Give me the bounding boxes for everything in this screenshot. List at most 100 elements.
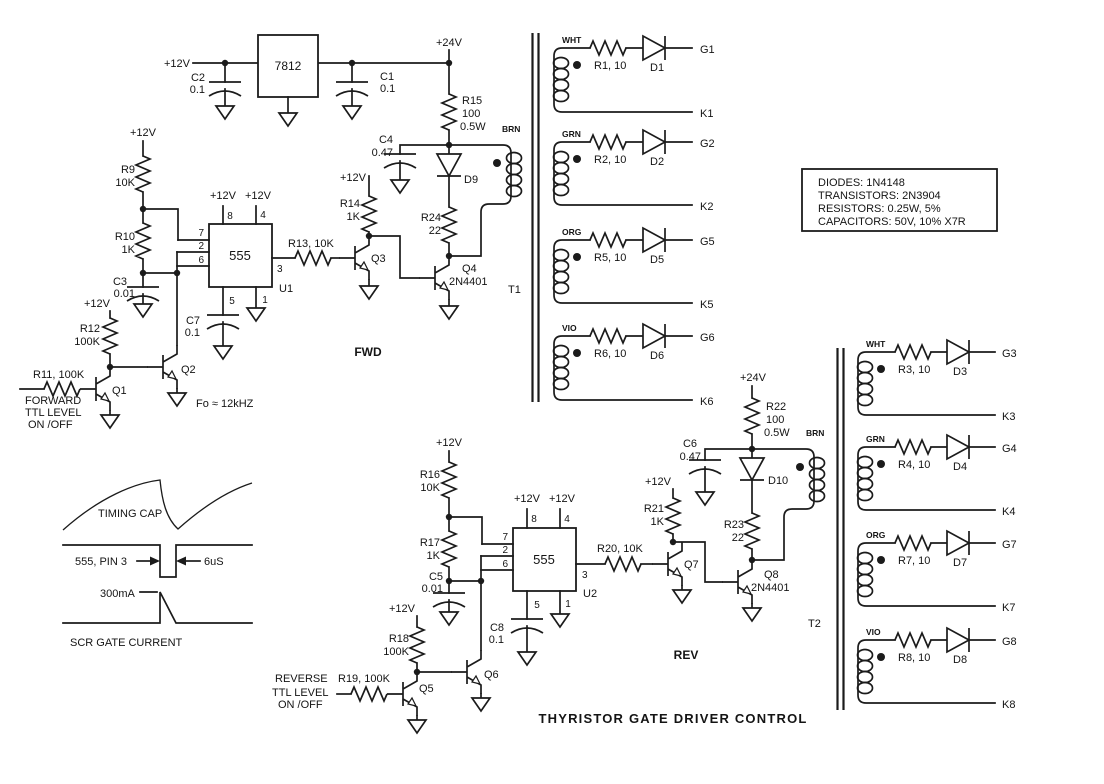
label-r1: R1, 10 bbox=[594, 60, 626, 72]
t1-primary-winding bbox=[448, 144, 523, 257]
resistor-r21 bbox=[665, 497, 681, 535]
capacitor-c3: C3 0.01 bbox=[113, 272, 160, 318]
label-r10-value: 1K bbox=[122, 244, 136, 256]
label-u1-pin4: 4 bbox=[260, 210, 266, 221]
label-r10: R10 bbox=[115, 231, 135, 243]
ground-icon bbox=[695, 491, 715, 506]
label-t1-primary-color: BRN bbox=[502, 124, 520, 134]
label-d5: D5 bbox=[650, 254, 664, 266]
label-c6-value: 0.47 bbox=[680, 451, 701, 463]
label-r22-watt: 0.5W bbox=[764, 427, 790, 439]
resistor-r24 bbox=[441, 206, 457, 244]
ground-icon bbox=[278, 112, 298, 127]
label-c4-value: 0.47 bbox=[372, 147, 393, 159]
resistor-r4 bbox=[894, 439, 932, 455]
phase-dot bbox=[573, 349, 581, 357]
resistor-r17 bbox=[441, 530, 457, 568]
resistor-r9 bbox=[135, 155, 151, 193]
label-scr-caption: SCR GATE CURRENT bbox=[70, 637, 183, 649]
label-c2: C2 bbox=[191, 72, 205, 84]
label-t1-ref: T1 bbox=[508, 284, 521, 296]
resistor-r13 bbox=[294, 250, 332, 266]
label-k3: K3 bbox=[1002, 411, 1015, 423]
label-r18: R18 bbox=[389, 633, 409, 645]
label-u1-pin1: 1 bbox=[262, 295, 268, 306]
capacitor-c6: C6 0.47 bbox=[680, 438, 753, 506]
label-c7-value: 0.1 bbox=[185, 327, 200, 339]
label-c8-value: 0.1 bbox=[489, 634, 504, 646]
transistor-q5 bbox=[386, 671, 418, 717]
note-transistors: TRANSISTORS: 2N3904 bbox=[818, 190, 941, 202]
label-t1s1-color: WHT bbox=[562, 35, 582, 45]
label-r16-value: 10K bbox=[420, 482, 440, 494]
ground-icon bbox=[213, 345, 233, 360]
label-r17-value: 1K bbox=[427, 550, 441, 562]
page-title: THYRISTOR GATE DRIVER CONTROL bbox=[538, 711, 807, 726]
label-fwd-section: FWD bbox=[354, 345, 382, 359]
phase-dot bbox=[877, 556, 885, 564]
t1-secondary-1: WHT R1, 10 D1 G1 K1 bbox=[552, 35, 715, 120]
phase-dot bbox=[573, 253, 581, 261]
fwd-ttl-input: +12V R12 100K Q2 R11, 100K Q1 FORWARD TT… bbox=[19, 298, 254, 431]
label-t2s1-color: WHT bbox=[866, 339, 886, 349]
label-d8: D8 bbox=[953, 654, 967, 666]
label-u1-vcc4: +12V bbox=[245, 190, 272, 202]
transistor-q8 bbox=[721, 559, 753, 605]
u1-timer: 555 U1 +12V +12V 8 4 7 2 6 3 5 1 bbox=[176, 190, 296, 322]
capacitor-c2: C2 0.1 bbox=[190, 62, 242, 120]
diode-d10: D10 bbox=[739, 448, 788, 514]
coil-icon bbox=[552, 248, 570, 295]
label-k8: K8 bbox=[1002, 699, 1015, 711]
ground-icon bbox=[215, 105, 235, 120]
label-u1-pin8: 8 bbox=[227, 211, 233, 222]
label-u1-chip: 555 bbox=[229, 248, 251, 263]
label-d4: D4 bbox=[953, 461, 967, 473]
coil-icon bbox=[856, 648, 874, 695]
label-t2s2-color: GRN bbox=[866, 434, 885, 444]
label-r15-value: 100 bbox=[462, 108, 480, 120]
ground-icon bbox=[517, 651, 537, 666]
label-u2-pin4: 4 bbox=[564, 514, 570, 525]
label-r20: R20, 10K bbox=[597, 543, 644, 555]
label-u2-vcc4: +12V bbox=[549, 493, 576, 505]
label-v24-rev: +24V bbox=[740, 372, 767, 384]
label-fwd-freq: Fo ≈ 12kHZ bbox=[196, 398, 254, 410]
label-u2-pin2: 2 bbox=[502, 545, 508, 556]
capacitor-c4: C4 0.47 bbox=[372, 134, 450, 194]
diode-d5 bbox=[642, 227, 666, 253]
capacitor-c1: C1 0.1 bbox=[335, 62, 395, 120]
label-v24: +24V bbox=[436, 37, 463, 49]
ground-icon bbox=[100, 414, 120, 429]
label-q4-part: 2N4401 bbox=[449, 276, 488, 288]
label-r21-v12: +12V bbox=[645, 476, 672, 488]
diode-d8 bbox=[946, 627, 970, 653]
label-k6: K6 bbox=[700, 396, 713, 408]
coil-icon bbox=[552, 56, 570, 103]
ground-icon bbox=[672, 589, 692, 604]
regulator-7812: 7812 bbox=[257, 34, 319, 127]
label-r16: R16 bbox=[420, 469, 440, 481]
label-q4: Q4 bbox=[462, 263, 477, 275]
coil-icon bbox=[505, 151, 523, 198]
label-q5: Q5 bbox=[419, 683, 434, 695]
label-7812: 7812 bbox=[275, 59, 302, 73]
label-r14-v12: +12V bbox=[340, 172, 367, 184]
transistor-q6 bbox=[450, 649, 482, 695]
t1-secondary-4: VIO R6, 10 D6 G6 K6 bbox=[552, 323, 715, 408]
label-c5-value: 0.01 bbox=[422, 583, 443, 595]
resistor-r18 bbox=[409, 626, 425, 664]
rev-ttl-input: +12V R18 100K Q6 R19, 100K Q5 REVERSE TT… bbox=[272, 603, 499, 734]
label-r14: R14 bbox=[340, 198, 360, 210]
label-k2: K2 bbox=[700, 201, 713, 213]
label-fwd-in-3: ON /OFF bbox=[28, 419, 73, 431]
label-u2-pin3: 3 bbox=[582, 570, 588, 581]
label-r8: R8, 10 bbox=[898, 652, 930, 664]
label-rev-in-2: TTL LEVEL bbox=[272, 687, 328, 699]
resistor-r19 bbox=[350, 686, 388, 702]
ground-icon bbox=[342, 105, 362, 120]
label-r15-watt: 0.5W bbox=[460, 121, 486, 133]
ground-icon bbox=[246, 307, 266, 322]
coil-icon bbox=[856, 360, 874, 407]
label-u2-ref: U2 bbox=[583, 588, 597, 600]
